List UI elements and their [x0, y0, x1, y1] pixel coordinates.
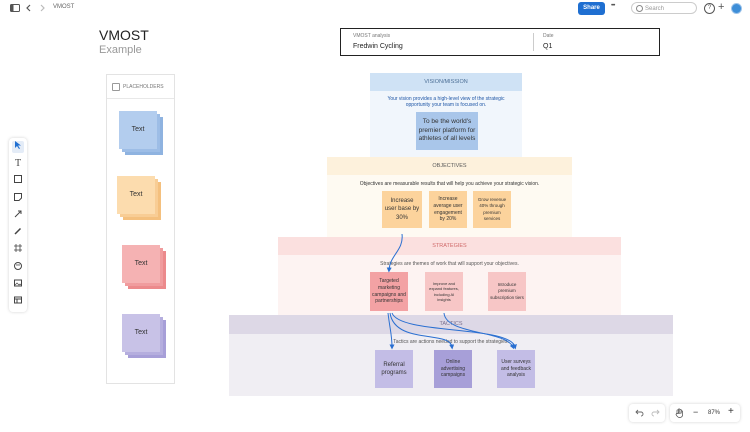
- connector-strategy-to-tactic: [387, 312, 395, 350]
- breadcrumb[interactable]: VMOST: [53, 4, 75, 10]
- back-icon[interactable]: [23, 3, 34, 14]
- placeholder-sticky-blue[interactable]: Text: [119, 111, 163, 155]
- top-bar: VMOST Share ••• Search ? +: [0, 0, 750, 17]
- sticky-note-icon: [112, 83, 120, 91]
- date-label: Date: [543, 33, 554, 39]
- strategies-label: STRATEGIES: [432, 243, 467, 249]
- connector-strategy-to-tactic: [443, 312, 515, 350]
- shape-tool-icon[interactable]: [12, 175, 24, 187]
- strategy-sticky[interactable]: Improve and expand features, including A…: [425, 272, 463, 311]
- objectives-description: Objectives are measurable results that w…: [359, 181, 540, 187]
- objective-sticky[interactable]: Increase user base by 30%: [382, 191, 422, 228]
- info-divider: [533, 33, 534, 51]
- select-pointer-icon[interactable]: [12, 141, 24, 153]
- share-button[interactable]: Share: [578, 2, 605, 15]
- placeholder-label: Text: [122, 314, 160, 352]
- more-options-icon[interactable]: •••: [611, 3, 615, 9]
- vision-sticky[interactable]: To be the world's premier platform for a…: [416, 112, 478, 150]
- strategies-description: Strategies are themes of work that will …: [380, 261, 519, 267]
- search-placeholder: Search: [645, 6, 665, 12]
- zoom-out-button[interactable]: −: [693, 407, 699, 417]
- palette-tool-icon[interactable]: [12, 262, 24, 274]
- zoom-in-button[interactable]: +: [728, 406, 734, 417]
- analysis-label: VMOST analysis: [353, 33, 391, 39]
- objectives-band-header: [327, 157, 572, 175]
- objective-sticky[interactable]: Increase average user engagement by 20%: [429, 191, 467, 228]
- tactics-description: Tactics are actions needed to support th…: [393, 339, 509, 345]
- avatar[interactable]: [731, 3, 742, 14]
- sidebar-toggle-icon[interactable]: [9, 3, 20, 14]
- vision-band-header: [370, 73, 522, 91]
- frame-tool-icon[interactable]: [12, 244, 24, 256]
- date-value: Q1: [543, 43, 553, 50]
- placeholders-heading: PLACEHOLDERS: [123, 84, 164, 90]
- connector-strategy-to-tactic: [391, 312, 517, 350]
- placeholder-label: Text: [119, 111, 157, 149]
- strategy-sticky[interactable]: Targeted marketing campaigns and partner…: [370, 272, 408, 311]
- placeholder-sticky-orange[interactable]: Text: [117, 176, 161, 220]
- vision-label: VISION/MISSION: [424, 79, 468, 85]
- zoom-controls: − 87% +: [670, 404, 740, 422]
- tactics-label: TACTICS: [439, 321, 463, 327]
- history-controls: [629, 404, 665, 422]
- tactic-sticky[interactable]: Referral programs: [375, 350, 413, 388]
- placeholder-sticky-purple[interactable]: Text: [122, 314, 166, 358]
- pen-tool-icon[interactable]: [12, 227, 24, 239]
- board-subtitle: Example: [99, 44, 142, 56]
- objectives-label: OBJECTIVES: [432, 163, 467, 169]
- image-tool-icon[interactable]: [12, 279, 24, 291]
- tactic-sticky[interactable]: User surveys and feedback analysis: [497, 350, 535, 388]
- zoom-level[interactable]: 87%: [708, 410, 721, 416]
- text-tool-icon[interactable]: T: [14, 158, 22, 169]
- board-title: VMOST: [99, 27, 149, 43]
- sticky-note-tool-icon[interactable]: [12, 193, 24, 205]
- placeholder-label: Text: [117, 176, 155, 214]
- vision-description: Your vision provides a high-level view o…: [387, 96, 505, 108]
- placeholder-sticky-red[interactable]: Text: [122, 245, 166, 289]
- tactic-sticky[interactable]: Online advertising campaigns: [434, 350, 472, 388]
- tool-palette: T: [9, 138, 27, 312]
- tactics-band-header: [229, 315, 673, 334]
- analysis-info-box[interactable]: VMOST analysis Fredwin Cycling Date Q1: [340, 28, 660, 56]
- redo-icon[interactable]: [651, 408, 660, 419]
- search-input[interactable]: Search: [631, 2, 697, 14]
- help-icon[interactable]: ?: [704, 3, 715, 14]
- placeholder-label: Text: [122, 245, 160, 283]
- placeholders-header: PLACEHOLDERS: [107, 75, 174, 99]
- connector-strategy-to-tactic: [389, 312, 455, 350]
- hand-pan-icon[interactable]: [675, 408, 684, 420]
- strategy-sticky[interactable]: Introduce premium subscription tiers: [488, 272, 526, 311]
- placeholders-panel: PLACEHOLDERS Text Text Text Text: [106, 74, 175, 384]
- strategies-band-header: [278, 237, 621, 255]
- forward-icon[interactable]: [36, 3, 47, 14]
- connector-objective-to-strategy: [386, 233, 403, 273]
- objective-sticky[interactable]: Grow revenue 40% through premium service…: [473, 191, 511, 228]
- analysis-value: Fredwin Cycling: [353, 43, 403, 50]
- search-icon: [636, 5, 643, 12]
- add-icon[interactable]: +: [718, 1, 725, 13]
- undo-icon[interactable]: [635, 408, 644, 419]
- line-tool-icon[interactable]: [12, 210, 24, 222]
- table-tool-icon[interactable]: [12, 296, 24, 308]
